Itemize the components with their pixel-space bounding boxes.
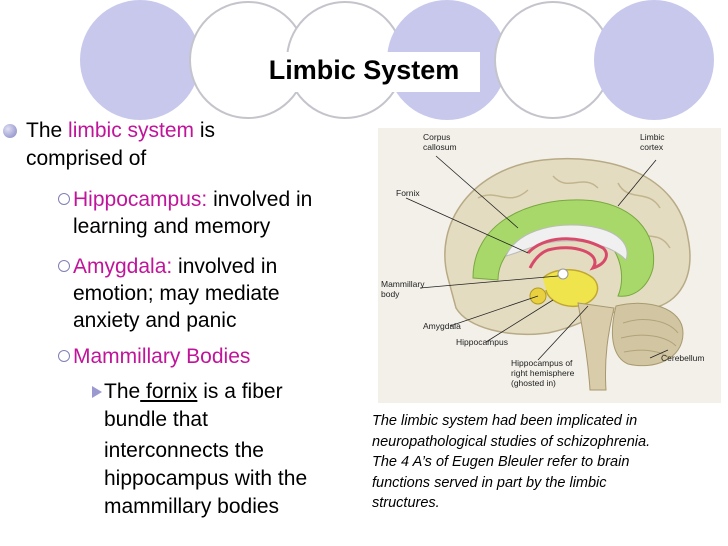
label-limbic: Limbic bbox=[640, 132, 665, 142]
caption-line: The 4 A’s of Eugen Bleuler refer to brai… bbox=[372, 454, 630, 470]
label-hippocampus-right-1: Hippocampus of bbox=[511, 358, 573, 368]
term-hippocampus: Hippocampus: bbox=[73, 188, 208, 211]
figure-caption: The limbic system had been implicated in… bbox=[372, 411, 724, 514]
sub-bullet-amygdala-line2: emotion; may mediate bbox=[73, 282, 280, 305]
cerebellum bbox=[611, 302, 684, 367]
sub-bullet-hippocampus: Hippocampus: involved in bbox=[73, 187, 312, 213]
label-fornix: Fornix bbox=[396, 188, 420, 198]
deco-circle bbox=[594, 0, 714, 120]
sub-sub-bullet-line2: bundle that bbox=[104, 408, 208, 431]
brainstem bbox=[577, 302, 615, 391]
sub-sub-bullet-fornix: The fornix is a fiber bbox=[104, 379, 283, 405]
ring-bullet bbox=[58, 193, 70, 205]
main-bullet-line1: The limbic system is bbox=[26, 118, 215, 144]
gyri-lines bbox=[477, 175, 671, 249]
arrow-bullet bbox=[92, 386, 102, 398]
term-limbic-system: limbic system bbox=[68, 119, 195, 142]
label-hippocampus-right-3: (ghosted in) bbox=[511, 378, 556, 388]
cerebellum-folds bbox=[620, 319, 679, 359]
bullet-dot bbox=[3, 124, 17, 138]
main-bullet-line2: comprised of bbox=[26, 147, 147, 170]
sub-sub-bullet-line3: interconnects the bbox=[104, 439, 264, 462]
sub-sub-bullet-line5: mammillary bodies bbox=[104, 495, 280, 518]
slide-title: Limbic System bbox=[268, 55, 460, 85]
label-mammillary: Mammillary bbox=[381, 279, 425, 289]
text-run: The bbox=[26, 119, 69, 142]
label-corpus: Corpus bbox=[423, 132, 450, 142]
label-cerebellum: Cerebellum bbox=[661, 353, 704, 363]
label-callosum: callosum bbox=[423, 142, 457, 152]
sub-bullet-amygdala-line3: anxiety and panic bbox=[73, 309, 237, 332]
text-run: involved in bbox=[207, 188, 313, 211]
sub-bullet-amygdala: Amygdala: involved in bbox=[73, 254, 277, 280]
mammillary-body bbox=[557, 268, 569, 280]
label-body: body bbox=[381, 289, 400, 299]
text-run: The bbox=[104, 380, 141, 403]
text-run: is bbox=[194, 119, 216, 142]
sub-sub-bullet-line4: hippocampus with the bbox=[104, 467, 308, 490]
label-hippocampus-right-2: right hemisphere bbox=[511, 368, 575, 378]
caption-line: structures. bbox=[372, 495, 440, 511]
sub-bullet-hippocampus-line2: learning and memory bbox=[73, 215, 271, 238]
caption-line: functions served in part by the limbic bbox=[372, 474, 607, 491]
label-cortex: cortex bbox=[640, 142, 664, 152]
caption-line: neuropathological studies of schizophren… bbox=[372, 433, 651, 450]
deco-circle bbox=[80, 0, 200, 120]
term-amygdala: Amygdala: bbox=[73, 255, 173, 278]
text-run: is a fiber bbox=[197, 380, 283, 403]
fornix bbox=[526, 237, 608, 271]
term-mammillary-bodies: Mammillary Bodies bbox=[73, 345, 251, 368]
label-amygdala: Amygdala bbox=[423, 321, 461, 331]
label-hippocampus: Hippocampus bbox=[456, 337, 508, 347]
term-fornix: fornix bbox=[140, 380, 198, 403]
brain-illustration: Corpus callosum Limbic cortex Fornix Mam… bbox=[378, 128, 721, 403]
header-decoration bbox=[80, 0, 714, 120]
ring-bullet bbox=[58, 350, 70, 362]
ring-bullet bbox=[58, 260, 70, 272]
leader-lines bbox=[405, 155, 669, 361]
caption-line: The limbic system had been implicated in bbox=[372, 413, 638, 429]
text-run: involved in bbox=[172, 255, 278, 278]
